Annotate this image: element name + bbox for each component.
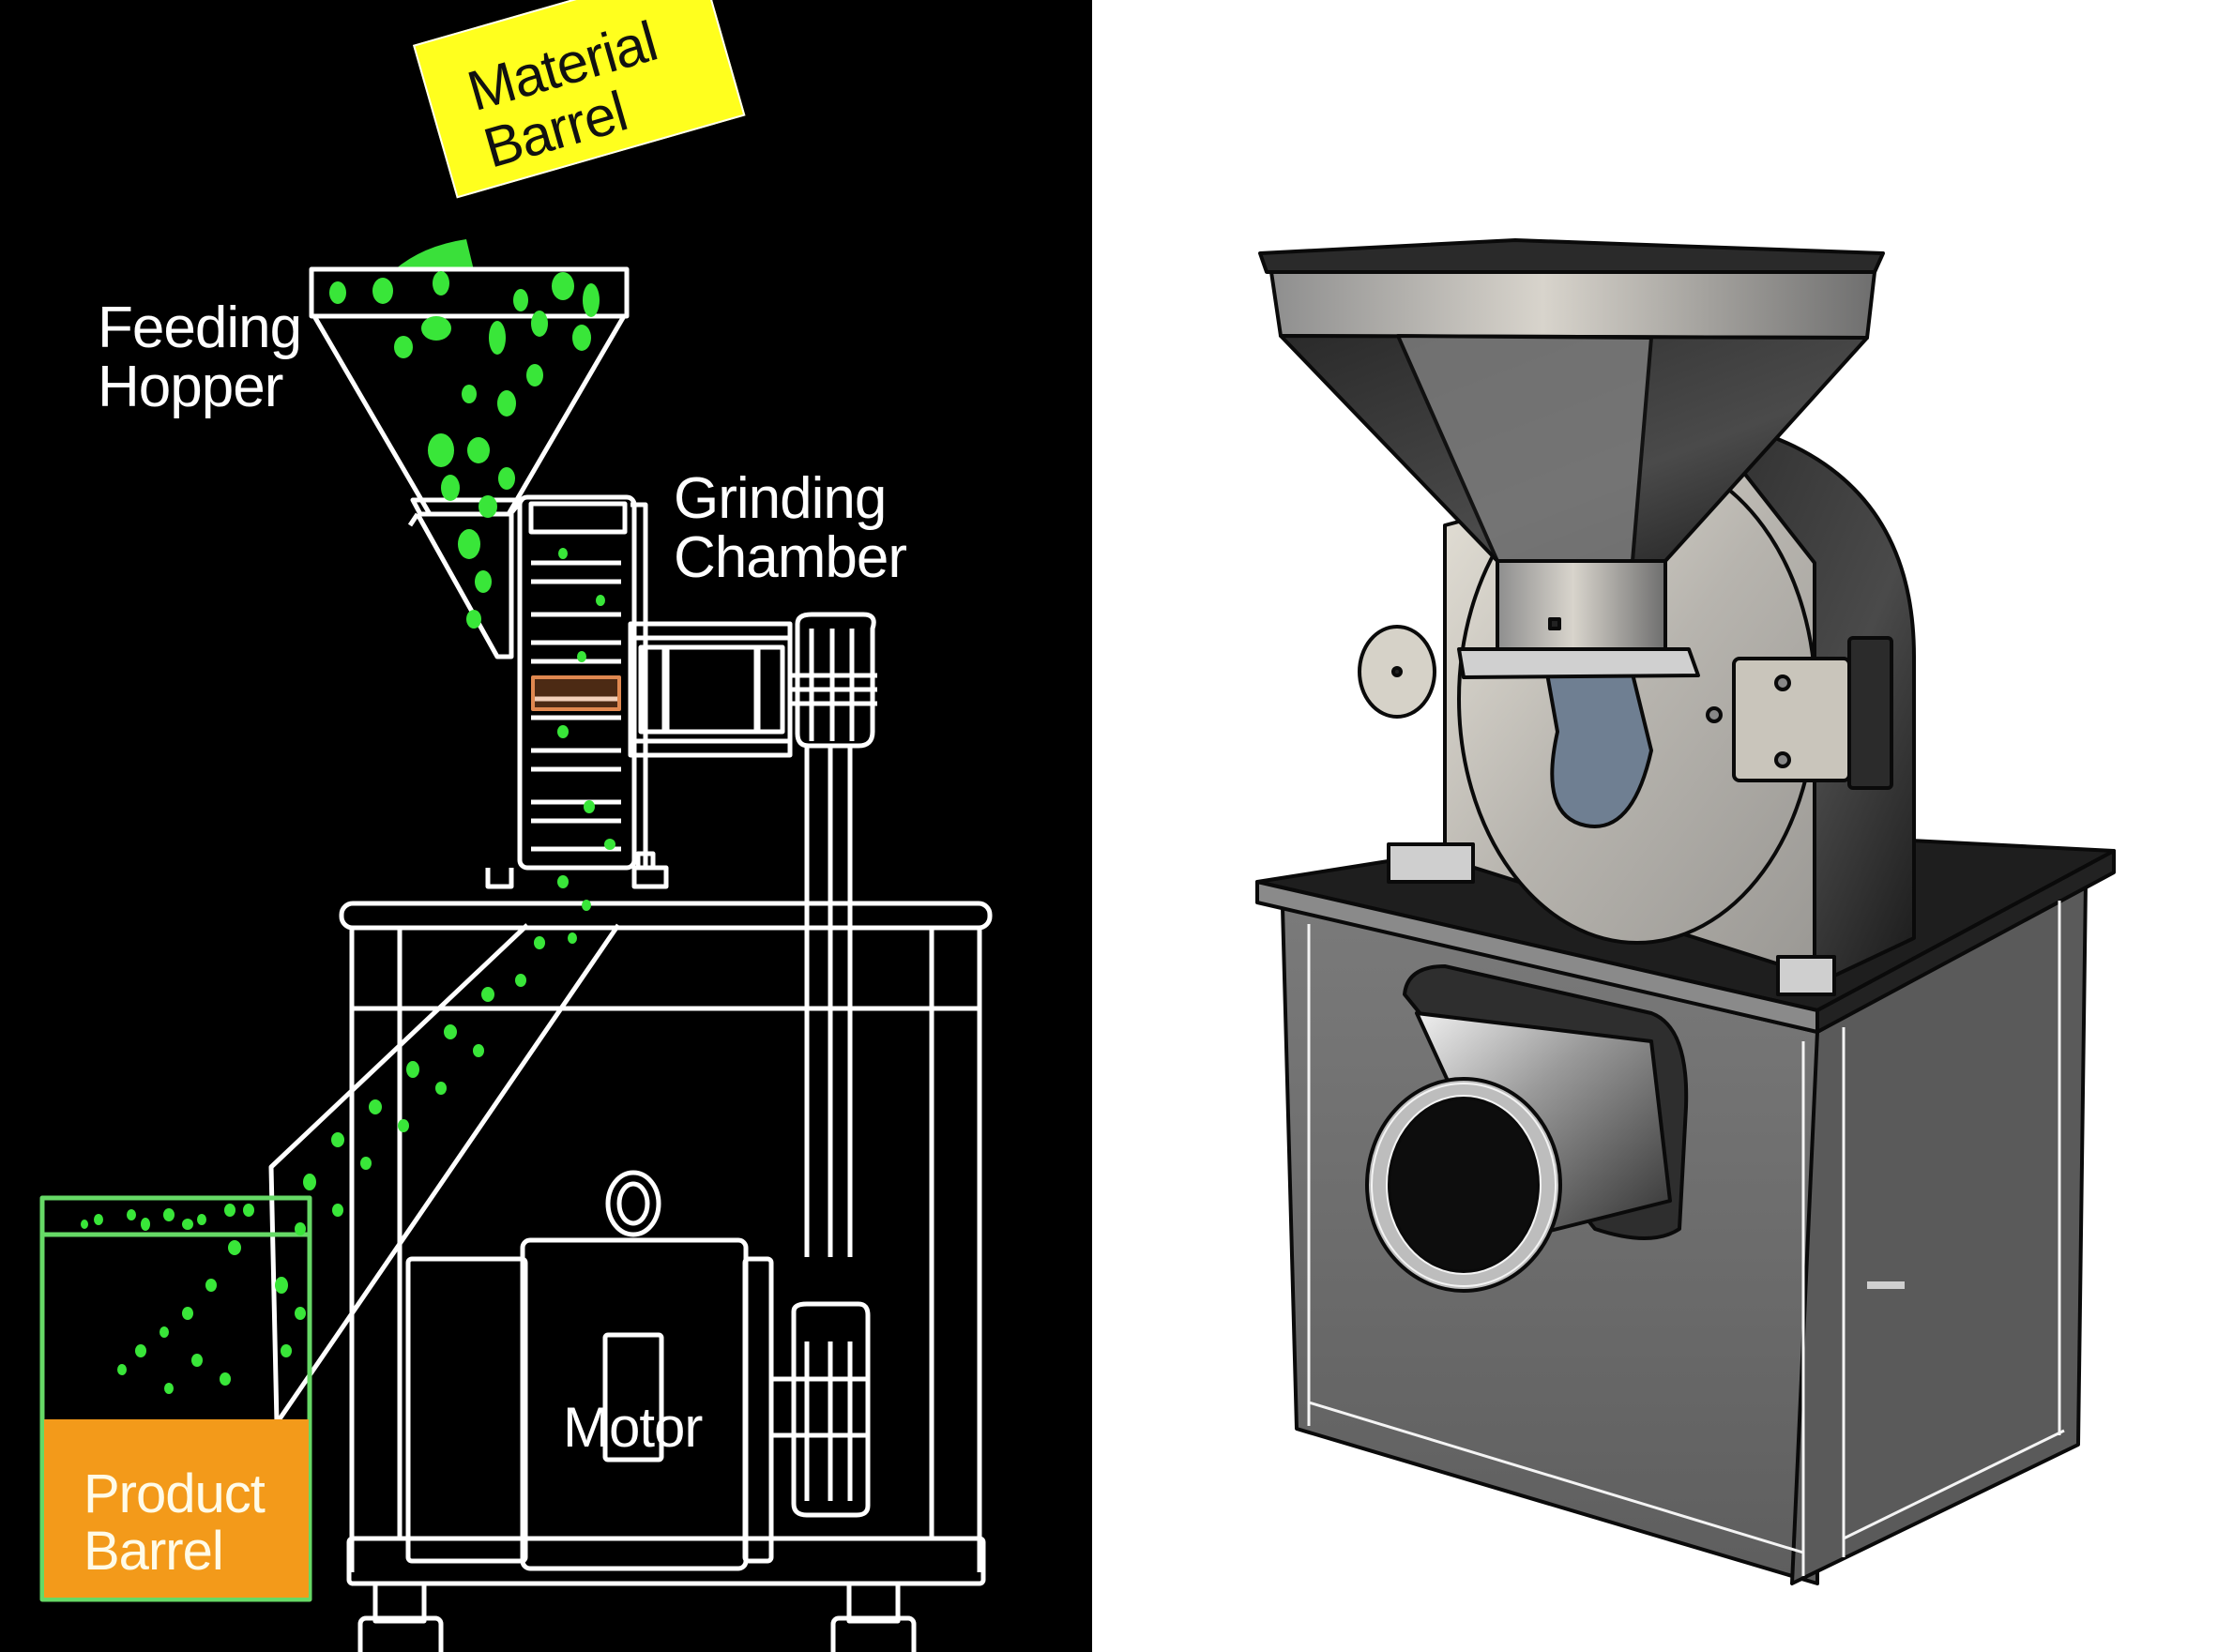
outlet-bore [1387,1096,1541,1274]
material-particles [81,271,615,1394]
door-hinge-plate [1732,657,1851,782]
product-barrel-outline [39,1195,312,1602]
motor-outline [405,1170,774,1571]
motor-label: Motor [563,1396,703,1459]
drive-belts [804,746,853,1257]
grinding-chamber-outline [485,494,669,889]
table-rim-side [1815,849,2116,1034]
discharge-chute-outline [268,923,621,1426]
upper-pulley [790,612,877,749]
machine-illustration [1255,238,2116,1585]
door-hinge-barrel [1847,636,1893,790]
rotor-highlight [531,675,621,711]
lower-pulley [771,1301,871,1518]
machine-feet [357,1581,917,1652]
schematic-panel: Material Barrel Feeding Hopper Grinding … [0,0,1092,1652]
hopper-neck [1496,559,1667,652]
product-barrel-fill: Product Barrel [44,1419,309,1598]
housing-bracket-left [1387,842,1475,884]
machine-illustration-panel [1092,0,2233,1652]
material-stream [394,239,474,270]
feeding-hopper-label: Feeding Hopper [98,296,302,420]
hopper-collar [1269,270,1876,340]
product-barrel-label: Product Barrel [84,1463,266,1582]
shaft-bearing-housing [628,621,793,758]
schematic-drawing [39,239,993,1652]
hopper-rim [1258,238,1885,274]
hopper-clamp-flange [1457,647,1700,679]
hopper-bolt [1548,617,1561,630]
housing-bracket-right [1776,955,1836,996]
grinding-chamber-label: Grinding Chamber [674,466,907,591]
